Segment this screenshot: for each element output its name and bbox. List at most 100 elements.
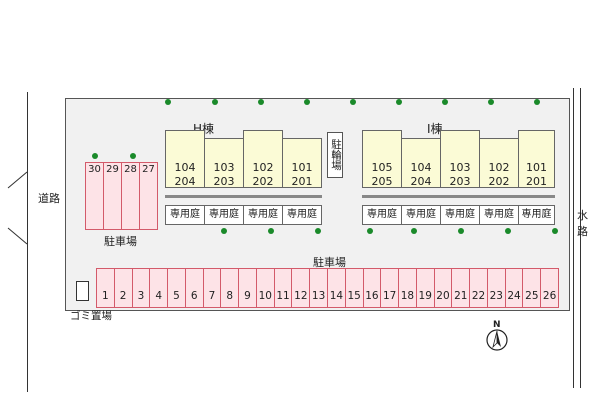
private-garden: 専用庭 [282, 205, 322, 225]
tree-icon [165, 99, 171, 105]
unit-upper: 104 [174, 161, 196, 174]
parking-space: 27 [139, 162, 158, 230]
unit-upper: 101 [526, 161, 547, 174]
unit-lower: 201 [291, 175, 313, 188]
tree-icon [268, 228, 274, 234]
bike-parking: 駐輪場 [327, 132, 343, 178]
tree-icon [367, 228, 373, 234]
garbage-box [76, 281, 89, 301]
garbage-label: ゴミ置場 [70, 310, 112, 322]
parking-left-label: 駐車場 [104, 235, 137, 248]
parking-main-label: 駐車場 [313, 256, 346, 269]
unit-lower: 201 [526, 175, 547, 188]
parking-space: 15 [344, 268, 364, 308]
unit-lower: 202 [252, 175, 274, 188]
parking-space: 12 [291, 268, 311, 308]
waterway-label: 水路 [577, 209, 588, 238]
parking-space: 22 [469, 268, 488, 308]
parking-space: 24 [504, 268, 524, 308]
private-garden: 専用庭 [518, 205, 555, 225]
road-line-right-2 [580, 88, 581, 388]
parking-space: 28 [121, 162, 140, 230]
parking-space: 9 [238, 268, 257, 308]
parking-space: 26 [540, 268, 559, 308]
parking-space: 18 [398, 268, 417, 308]
road-line-right-1 [573, 88, 574, 388]
building-h-terrace [165, 195, 322, 198]
parking-space: 2 [113, 268, 133, 308]
unit-lower: 204 [410, 175, 432, 188]
tree-icon [411, 228, 417, 234]
road-label: 道路 [38, 192, 60, 205]
private-garden: 専用庭 [479, 205, 519, 225]
private-garden: 専用庭 [204, 205, 244, 225]
parking-space: 1 [96, 268, 115, 308]
parking-space: 10 [255, 268, 275, 308]
private-garden: 専用庭 [165, 205, 205, 225]
parking-space: 6 [184, 268, 204, 308]
tree-icon [130, 153, 136, 159]
parking-space: 23 [486, 268, 506, 308]
private-garden: 専用庭 [440, 205, 480, 225]
unit-lower: 203 [449, 175, 471, 188]
private-garden: 専用庭 [362, 205, 402, 225]
private-garden: 専用庭 [401, 205, 441, 225]
tree-icon [442, 99, 448, 105]
unit-lower: 204 [174, 175, 196, 188]
tree-icon [488, 99, 494, 105]
building-i-label: I棟 [427, 122, 443, 136]
private-garden: 専用庭 [243, 205, 283, 225]
tree-icon [304, 99, 310, 105]
tree-icon [212, 99, 218, 105]
parking-space: 20 [433, 268, 453, 308]
parking-space: 7 [202, 268, 222, 308]
unit-lower: 203 [213, 175, 235, 188]
unit-upper: 102 [488, 161, 510, 174]
tree-icon [92, 153, 98, 159]
parking-space: 30 [85, 162, 104, 230]
parking-space: 16 [362, 268, 382, 308]
parking-space: 11 [273, 268, 293, 308]
road-junction-lines [7, 171, 28, 245]
unit-lower: 205 [371, 175, 393, 188]
north-arrow-icon [486, 329, 508, 351]
parking-space: 19 [415, 268, 435, 308]
parking-space: 25 [522, 268, 542, 308]
unit-upper: 103 [213, 161, 235, 174]
tree-icon [505, 228, 511, 234]
tree-icon [396, 99, 402, 105]
north-label: N [493, 320, 501, 330]
tree-icon [221, 228, 227, 234]
parking-space: 13 [309, 268, 328, 308]
parking-space: 14 [327, 268, 346, 308]
unit-lower: 202 [488, 175, 510, 188]
building-i-terrace [362, 195, 555, 198]
tree-icon [350, 99, 356, 105]
unit-upper: 105 [371, 161, 393, 174]
parking-space: 8 [220, 268, 240, 308]
parking-space: 4 [149, 268, 169, 308]
unit-upper: 103 [449, 161, 471, 174]
unit-upper: 104 [410, 161, 432, 174]
parking-space: 5 [167, 268, 186, 308]
road-line-left [27, 92, 28, 392]
parking-space: 29 [103, 162, 122, 230]
parking-space: 21 [451, 268, 471, 308]
tree-icon [552, 228, 558, 234]
parking-space: 17 [380, 268, 400, 308]
tree-icon [258, 99, 264, 105]
tree-icon [534, 99, 540, 105]
tree-icon [315, 228, 321, 234]
unit-upper: 102 [252, 161, 274, 174]
parking-space: 3 [131, 268, 151, 308]
